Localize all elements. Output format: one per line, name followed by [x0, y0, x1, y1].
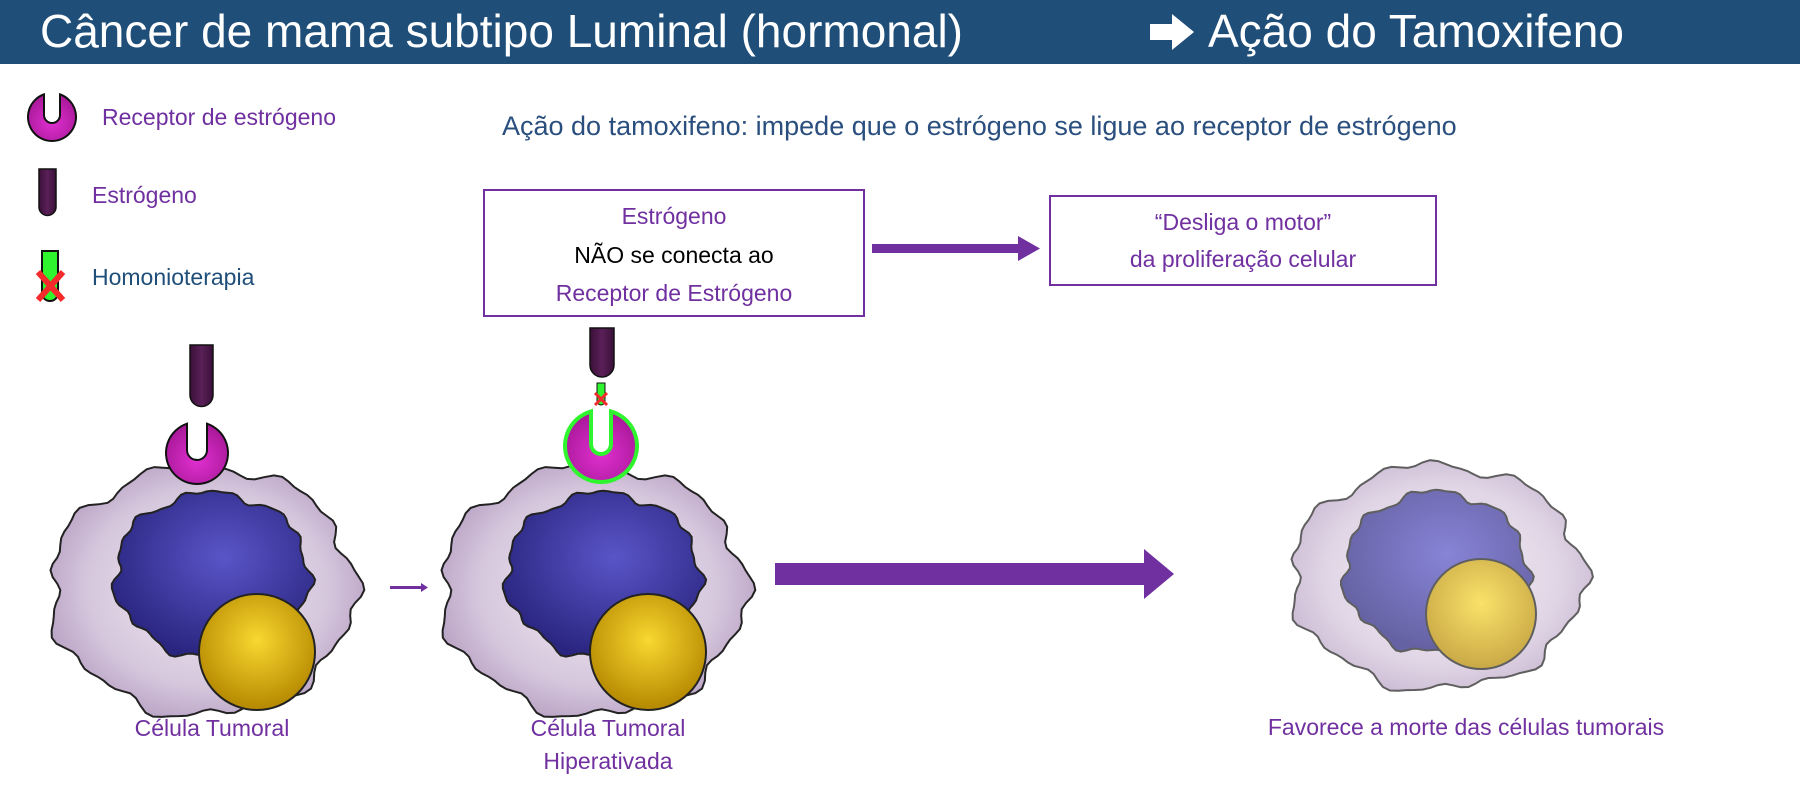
legend-receptor-label: Receptor de estrógeno — [102, 104, 336, 130]
receptor-icon — [165, 422, 229, 485]
receptor-blocked-icon — [563, 408, 639, 484]
legend-estrogen-label: Estrógeno — [92, 182, 197, 208]
arrow-to-result-box — [872, 236, 1040, 261]
cell2-label-line2: Hiperativada — [543, 748, 672, 774]
right-arrow-icon — [1150, 14, 1194, 50]
therapy-blocked-icon — [35, 250, 66, 302]
cell3-label: Favorece a morte das células tumorais — [1268, 714, 1664, 740]
header-bar — [0, 0, 1800, 64]
info-box-motor-off — [1049, 195, 1437, 286]
box1-line2: NÃO se conecta ao — [574, 242, 773, 268]
action-description: Ação do tamoxifeno: impede que o estróge… — [502, 111, 1457, 141]
receptor-icon — [27, 92, 77, 142]
therapy-blocked-icon — [593, 382, 609, 407]
dying-tumor-cell — [1290, 459, 1594, 692]
box1-line1: Estrógeno — [622, 203, 727, 229]
cell-nucleolus — [198, 593, 316, 711]
cell2-label-line1: Célula Tumoral — [531, 715, 686, 741]
box1-line3: Receptor de Estrógeno — [556, 280, 793, 306]
small-arrow — [390, 583, 428, 592]
cell1-label: Célula Tumoral — [135, 715, 290, 741]
info-box-no-binding — [483, 189, 865, 317]
estrogen-icon — [189, 344, 214, 408]
estrogen-icon — [589, 327, 615, 378]
cell-nucleolus — [589, 593, 707, 711]
tumor-cell — [49, 458, 366, 718]
header-title-left: Câncer de mama subtipo Luminal (hormonal… — [40, 5, 963, 57]
hyperactivated-tumor-cell — [440, 458, 757, 718]
header-title-right: Ação do Tamoxifeno — [1208, 5, 1624, 57]
legend-therapy-label: Homonioterapia — [92, 264, 255, 290]
big-arrow — [775, 549, 1174, 599]
box2-line2: da proliferação celular — [1130, 246, 1357, 272]
cell-nucleolus — [1425, 558, 1537, 670]
estrogen-icon — [38, 168, 57, 217]
box2-line1: “Desliga o motor” — [1155, 209, 1331, 235]
